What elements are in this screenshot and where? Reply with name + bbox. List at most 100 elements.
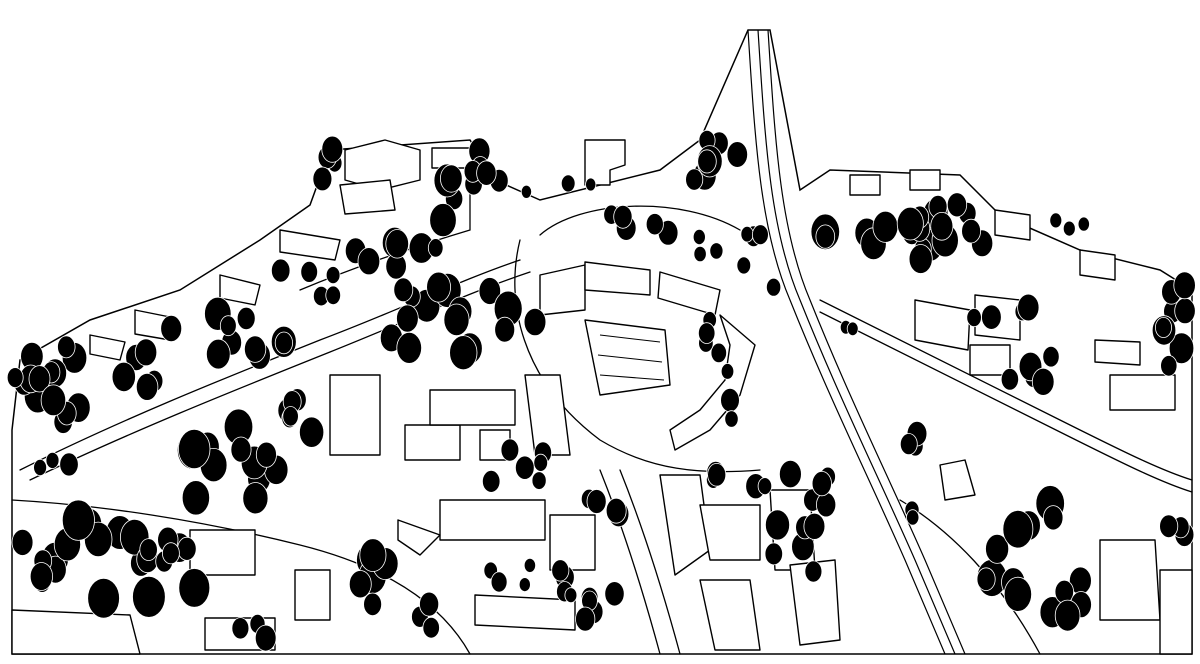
tree: [605, 497, 627, 524]
tree: [393, 277, 414, 303]
tree: [255, 441, 277, 468]
tree: [815, 492, 837, 518]
tree: [740, 225, 754, 243]
tree: [1017, 293, 1040, 322]
tree: [736, 256, 752, 275]
tree: [803, 512, 826, 540]
tree: [523, 557, 537, 573]
tree: [61, 499, 95, 541]
tree: [906, 509, 920, 526]
tree: [908, 244, 933, 274]
tree: [363, 592, 383, 617]
tree: [282, 406, 299, 427]
tree: [551, 559, 570, 582]
tree: [1042, 346, 1060, 368]
tree: [40, 384, 67, 417]
tree: [177, 536, 197, 561]
tree: [254, 624, 277, 652]
tree: [846, 321, 859, 337]
tree: [325, 285, 342, 306]
tree: [899, 433, 918, 456]
tree: [966, 308, 982, 328]
tree: [236, 306, 256, 330]
tree: [707, 462, 727, 487]
tree: [359, 538, 387, 572]
tree: [710, 342, 728, 364]
tree: [720, 388, 740, 413]
tree: [1002, 510, 1034, 549]
building-northcentre: [584, 139, 626, 186]
tree: [976, 567, 996, 591]
tree: [325, 266, 341, 285]
tree: [523, 307, 547, 337]
tree: [520, 184, 533, 199]
tree: [177, 428, 211, 470]
tree: [135, 372, 159, 401]
tree: [514, 455, 535, 480]
tree: [752, 224, 769, 246]
tree: [300, 260, 319, 283]
tree: [985, 534, 1010, 564]
tree: [815, 224, 836, 249]
tree: [178, 568, 211, 608]
tree: [726, 141, 749, 168]
tree: [298, 416, 325, 448]
tree: [1077, 216, 1090, 232]
tree: [765, 509, 791, 541]
tree: [396, 331, 423, 364]
tree: [720, 363, 735, 380]
tree: [585, 177, 597, 192]
tree: [11, 528, 34, 556]
tree: [422, 616, 440, 639]
tree: [961, 218, 981, 244]
tree: [6, 367, 24, 389]
tree: [490, 571, 508, 593]
tree: [946, 192, 968, 218]
tree: [709, 242, 724, 260]
tree: [45, 451, 60, 469]
tree: [242, 482, 269, 515]
tree: [57, 335, 76, 359]
tree: [765, 277, 782, 297]
tree: [698, 322, 716, 344]
tree: [219, 315, 237, 337]
tree: [981, 304, 1002, 330]
tree: [1168, 332, 1195, 365]
tree: [206, 338, 231, 370]
tree: [757, 477, 773, 496]
tree: [1042, 505, 1064, 531]
tree: [1159, 514, 1179, 538]
tree: [779, 459, 802, 489]
tree: [1155, 316, 1173, 338]
tree: [443, 303, 470, 337]
tree: [531, 471, 547, 490]
railway-tracks: [747, 29, 966, 655]
tree: [645, 213, 664, 236]
tree: [29, 562, 54, 591]
tree: [111, 361, 136, 392]
building-west-houses: [11, 229, 341, 655]
tree: [804, 560, 823, 583]
tree: [1000, 367, 1020, 391]
tree: [500, 438, 520, 462]
tree: [59, 452, 79, 477]
tree: [564, 587, 578, 604]
tree: [1173, 271, 1196, 300]
tree: [604, 581, 625, 607]
tree: [1160, 355, 1178, 377]
tree: [896, 206, 924, 241]
tree: [134, 338, 158, 367]
tree: [244, 335, 267, 363]
tree: [385, 229, 410, 259]
tree: [560, 174, 576, 193]
tree: [429, 203, 457, 238]
tree: [764, 542, 784, 566]
tree: [697, 149, 717, 174]
tree-canopy: [6, 129, 1196, 652]
tree: [160, 314, 183, 342]
tree: [476, 160, 497, 186]
tree: [427, 238, 444, 258]
tree: [724, 410, 739, 428]
tree: [518, 577, 531, 592]
